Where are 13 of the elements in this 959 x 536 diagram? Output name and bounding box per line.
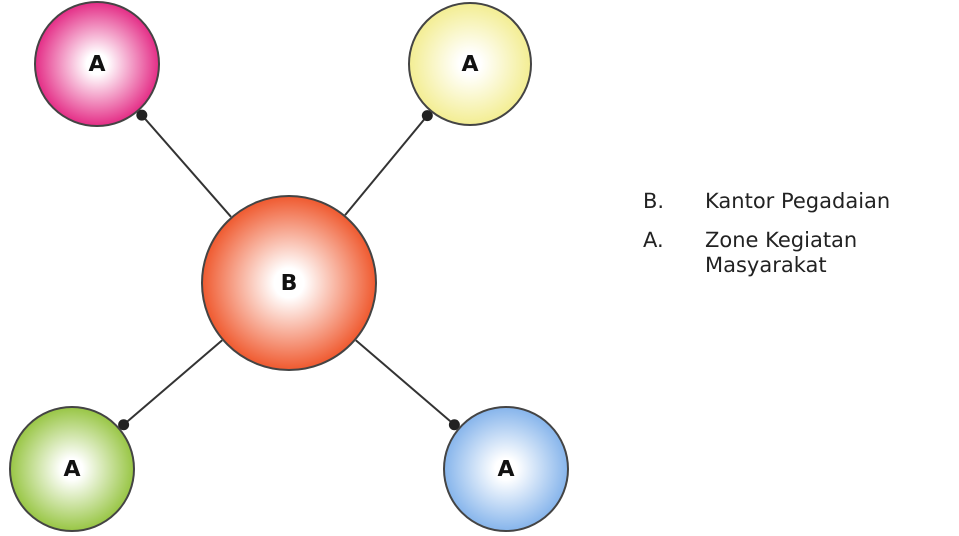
connector-line bbox=[118, 340, 223, 430]
connector-line bbox=[136, 110, 232, 218]
legend-text: Zone Kegiatan Masyarakat bbox=[705, 228, 858, 278]
node-letter: A bbox=[461, 52, 479, 76]
legend-text: Kantor Pegadaian bbox=[705, 189, 890, 214]
node-letter: A bbox=[88, 52, 106, 76]
node-letter: A bbox=[63, 456, 81, 482]
legend-key: A. bbox=[643, 228, 664, 254]
connector-line bbox=[355, 340, 460, 430]
legend-key: B. bbox=[643, 189, 664, 214]
node-letter: B bbox=[280, 270, 298, 296]
connector-line bbox=[344, 110, 433, 216]
node-letter: A bbox=[497, 456, 515, 482]
